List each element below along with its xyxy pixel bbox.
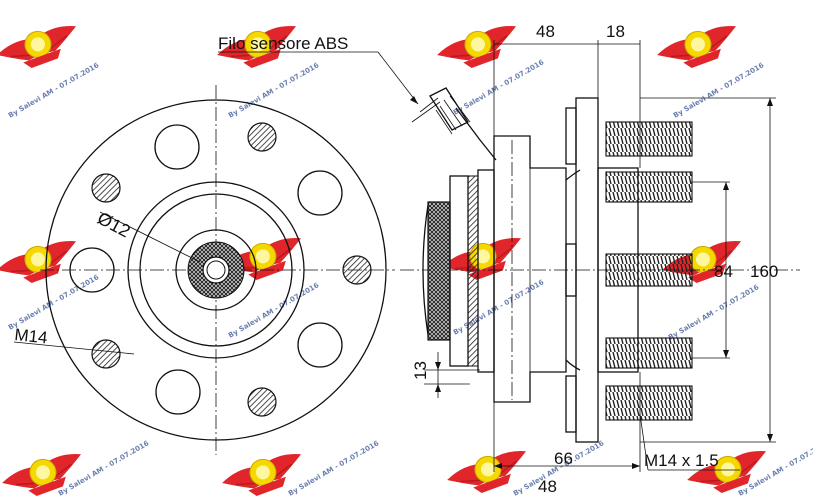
dim-13-label: 13 [411,361,430,380]
dim-arrow [632,463,640,469]
hub-body [493,135,567,403]
lightening-hole [69,247,115,293]
abs-leader-arrow [410,96,418,104]
axle-center [206,260,226,280]
front-view: Ø12 M14 [14,85,395,455]
lightening-hole [297,170,343,216]
watermark-text: By Salevi AM - 07.07.2016 [452,58,545,117]
abs-sensor-label: Filo sensore ABS [218,34,348,53]
hub-inner-circle [139,193,293,347]
wheel-stud-hole [247,387,277,417]
dim-48-bottom-label: 48 [538,477,557,496]
flange-lug [565,243,577,297]
dim-arrow [494,463,502,469]
dim-18-label: 18 [606,22,625,41]
wheel-stud-hole [247,122,277,152]
wheel-stud [605,385,693,421]
hub-pilot-circle [127,181,305,359]
flange-lug [565,107,577,165]
diameter-leader [99,211,201,263]
watermark-text: By Salevi AM - 07.07.2016 [667,283,760,342]
dim-arrow [723,182,729,190]
side-view: Filo sensore ABS 48 18 84 160 13 [218,22,800,496]
hole-diameter-label: Ø12 [94,208,133,242]
watermark-text: By Salevi AM - 07.07.2016 [287,439,380,498]
wheel-stud-hole [342,255,372,285]
dim-84-label: 84 [714,262,733,281]
watermark-text: By Salevi AM - 07.07.2016 [57,439,150,498]
dim-arrow [723,350,729,358]
hub-fillet [565,169,581,371]
wheel-stud [605,253,693,287]
wheel-stud [605,121,693,157]
dim-160-label: 160 [750,262,778,281]
stud-thread-leader [13,341,135,355]
winged-badge-logo-icon [433,17,526,79]
watermark-text: By Salevi AM - 07.07.2016 [7,273,100,332]
tone-ring-face [422,204,429,336]
lightening-hole [297,322,343,368]
watermark-text: By Salevi AM - 07.07.2016 [227,281,320,340]
watermark-text: By Salevi AM - 07.07.2016 [7,61,100,120]
dim-arrow [767,434,773,442]
bearing-seal-section [467,175,479,367]
abs-sensor-wire [455,107,497,161]
abs-leader [377,51,419,105]
watermark-text: By Salevi AM - 07.07.2016 [512,439,605,498]
lightening-hole [155,369,201,415]
dim-48-top-label: 48 [536,22,555,41]
abs-connector [429,87,469,131]
dim-arrow [435,384,441,392]
stud-thread-left-label: M14 [14,325,49,347]
dim-66-label: 66 [554,449,573,468]
watermark-text: By Salevi AM - 07.07.2016 [672,61,765,120]
abs-connector-tip [411,101,441,123]
stud-thread-leader [639,413,649,471]
dim-arrow [435,362,441,370]
abs-connector-tip [419,97,439,113]
stud-thread-right-label: M14 x 1.5 [644,451,719,470]
abs-tone-ring [427,201,451,341]
wheel-stud-hole [91,339,121,369]
watermark-text: By Salevi AM - 07.07.2016 [227,61,320,120]
flange-lug [565,375,577,433]
dim-arrow [767,98,773,106]
winged-badge-logo-icon [438,229,531,291]
wheel-stud [605,337,693,369]
lightening-hole [154,124,200,170]
bearing-ring-circle [175,229,257,311]
flange-outer-circle [45,99,387,441]
watermark-text: By Salevi AM - 07.07.2016 [452,278,545,337]
wheel-stud-hole [91,173,121,203]
winged-badge-logo-icon [0,445,91,498]
winged-badge-logo-icon [0,17,86,79]
wheel-stud [605,171,693,203]
winged-badge-logo-icon [653,17,746,79]
